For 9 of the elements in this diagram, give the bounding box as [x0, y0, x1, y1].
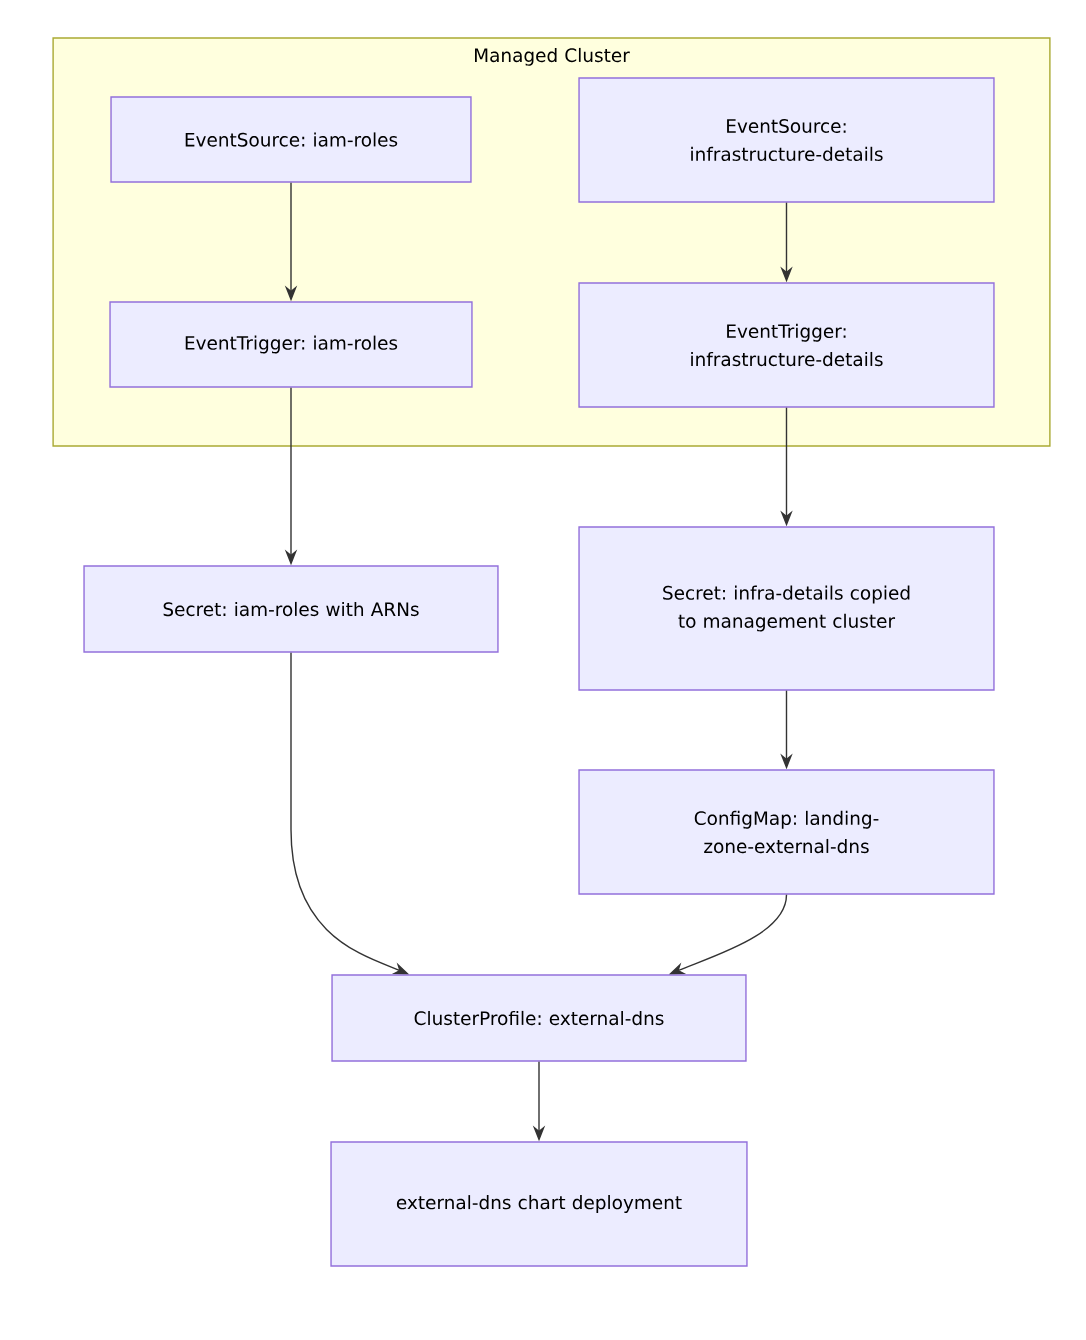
process-box: EventTrigger: infrastructure-details: [578, 282, 995, 408]
process-box: ConfigMap: landing-zone-external-dns: [578, 769, 995, 895]
process-box: Secret: infra-details copied to management cluster: [578, 526, 995, 691]
process-box: external-dns chart deployment: [330, 1141, 748, 1267]
process-box: EventTrigger: iam-roles: [109, 301, 473, 388]
process-box: EventSource: infrastructure-details: [578, 77, 995, 203]
process-box: Secret: iam-roles with ARNs: [83, 565, 499, 653]
process-box: EventSource: iam-roles: [110, 96, 472, 183]
process-box: ClusterProfile: external-dns: [331, 974, 747, 1062]
